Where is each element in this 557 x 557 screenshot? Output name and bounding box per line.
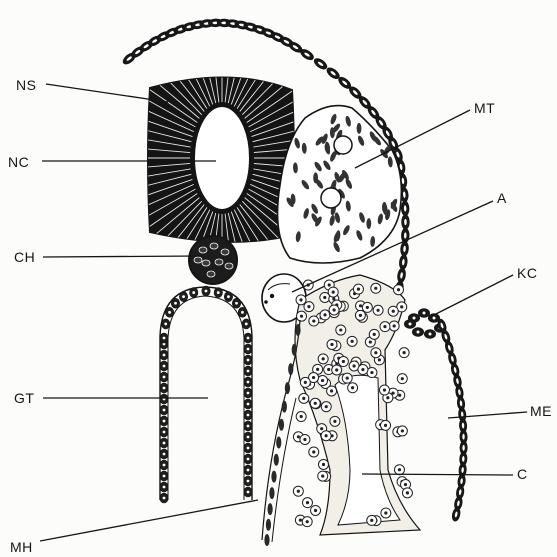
label-mh: MH: [10, 539, 33, 555]
leader-kc: [428, 275, 513, 318]
leader-mh: [40, 500, 258, 541]
gut-epithelium-outline: [160, 287, 252, 500]
gut-tube: [160, 286, 252, 503]
label-kc: KC: [517, 265, 537, 281]
notochord: [189, 236, 237, 284]
label-me: ME: [530, 403, 552, 419]
gut-cells: [160, 286, 252, 503]
label-gt: GT: [14, 390, 34, 406]
leader-ch: [43, 256, 200, 257]
label-ns: NS: [16, 77, 36, 93]
label-ch: CH: [14, 249, 35, 265]
mesothelium-chain: [437, 318, 467, 521]
label-nc: NC: [8, 154, 29, 170]
label-mt: MT: [474, 100, 495, 116]
label-a: A: [497, 190, 507, 206]
label-c: C: [517, 466, 528, 482]
neural-canal: [194, 106, 250, 210]
